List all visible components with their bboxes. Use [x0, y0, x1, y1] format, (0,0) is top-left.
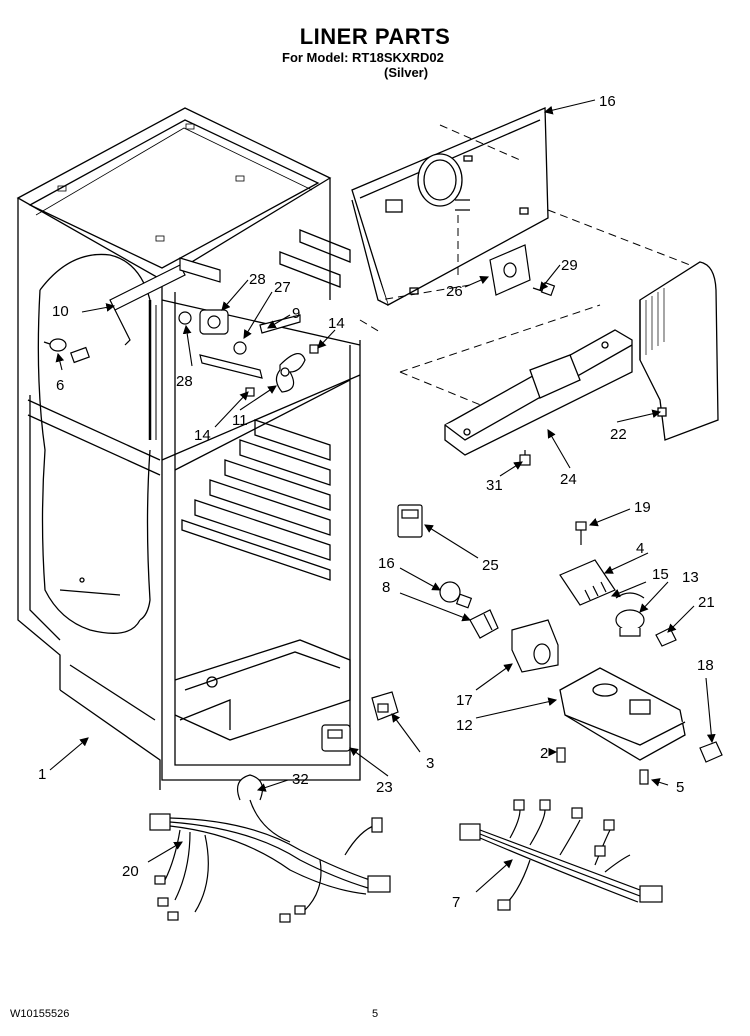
damper-22: [655, 627, 677, 647]
callout-9: 9: [292, 305, 300, 322]
control-housing-12: [559, 667, 686, 761]
callout-23: 22: [610, 426, 627, 443]
control-housing-cover: [444, 329, 633, 456]
callout-7: 7: [452, 894, 460, 911]
switch-24: [321, 724, 351, 752]
callout-2: 2: [540, 745, 548, 762]
callout-leaders: [49, 99, 716, 893]
callout-31: 31: [486, 477, 503, 494]
knob-19: [699, 741, 723, 763]
callout-6: 6: [56, 377, 64, 394]
evaporator-cover-panel: [351, 107, 549, 306]
callout-32: 32: [292, 771, 309, 788]
liner-cabinet: [16, 107, 361, 790]
callout-4: 4: [636, 540, 644, 557]
foam-tape: [489, 244, 531, 296]
callout-16: 16: [599, 93, 616, 110]
callout-labels: 16 28 27 9 10 6 28 14 11 14 26 29 22 24 …: [38, 93, 715, 911]
callout-30: 28: [249, 271, 266, 288]
callout-22: 21: [698, 594, 715, 611]
light-switch-3: [371, 691, 399, 721]
callout-26: 25: [482, 557, 499, 574]
page-title: LINER PARTS: [299, 24, 451, 49]
callout-1: 1: [38, 766, 46, 783]
light-socket-26: [397, 504, 423, 538]
callout-20: 19: [634, 499, 651, 516]
callout-15: 15: [652, 566, 669, 583]
callout-11: 11: [232, 412, 248, 429]
page-number: 5: [372, 1008, 379, 1020]
callout-13: 13: [682, 569, 699, 586]
lamp-socket-8: [469, 609, 499, 639]
callout-8: 8: [382, 579, 390, 596]
callout-17: 16: [378, 555, 395, 572]
model-line: For Model: RT18SKXRD02: [282, 50, 444, 65]
thermistor-sensor: [43, 338, 90, 364]
callout-27: 26: [446, 283, 463, 300]
screw-31: [519, 450, 531, 466]
callout-25: 24: [560, 471, 577, 488]
callout-28a: 27: [274, 279, 291, 296]
lamp-cover-18: [511, 619, 559, 673]
callout-14b: 14: [194, 427, 211, 444]
callout-12: 12: [456, 717, 473, 734]
callout-24: 23: [376, 779, 393, 796]
control-board-4: [559, 559, 616, 606]
thermostat-13: [615, 592, 645, 637]
defrost-bracket: [109, 257, 221, 346]
color-line: (Silver): [384, 65, 429, 80]
callout-14a: 14: [328, 315, 345, 332]
callout-18: 17: [456, 692, 473, 709]
screw-5: [639, 769, 649, 785]
callout-28b: 28: [176, 373, 193, 390]
wire-harness-21: [149, 774, 391, 923]
callout-19: 18: [697, 657, 714, 674]
callout-5: 5: [676, 779, 684, 796]
screw-20: [575, 521, 587, 545]
air-duct: [639, 261, 719, 441]
fan-motor-assembly: [178, 309, 319, 397]
document-number: W10155526: [10, 1008, 70, 1020]
light-bulb: [439, 581, 473, 609]
wire-harness-7: [459, 799, 663, 911]
callout-29: 29: [561, 257, 578, 274]
callout-21: 20: [122, 863, 139, 880]
callout-3: 3: [426, 755, 434, 772]
screw-2: [556, 747, 566, 763]
callout-10: 10: [52, 303, 69, 320]
